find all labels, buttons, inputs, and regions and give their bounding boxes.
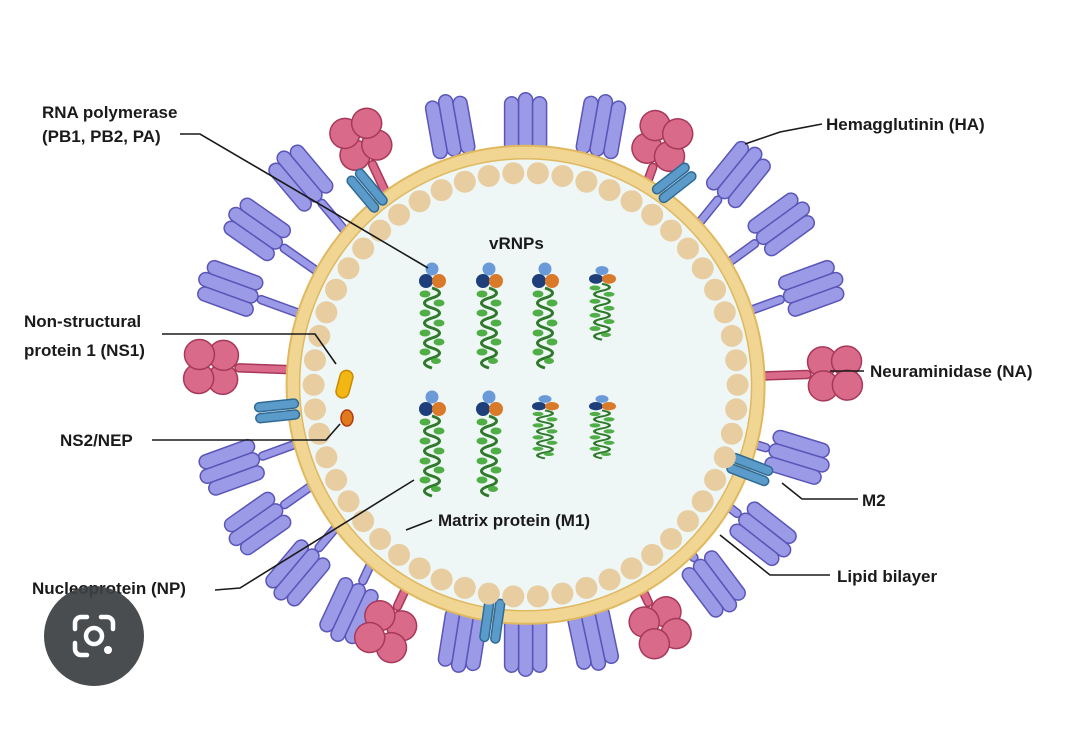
m1-bead	[713, 301, 736, 324]
m1-bead	[352, 510, 375, 533]
m1-bead	[725, 398, 748, 421]
m1-bead	[453, 576, 476, 599]
m1-bead	[325, 468, 348, 491]
m1-bead	[720, 422, 743, 445]
m1-bead	[369, 528, 392, 550]
m2-leader	[781, 482, 858, 500]
label-hemagglutinin: Hemagglutinin (HA)	[826, 115, 985, 134]
virion-interior	[298, 158, 753, 612]
m1-bead	[308, 324, 331, 347]
m1-bead	[598, 568, 621, 591]
label-ns1-full: protein 1 (NS1)	[24, 341, 145, 360]
m1-bead	[660, 219, 683, 242]
label-rna-polymerase: RNA polymerase	[42, 103, 177, 122]
matrix-protein-leader	[405, 519, 433, 531]
m1-bead	[430, 179, 453, 202]
m1-bead	[352, 237, 375, 260]
m2-channel	[253, 397, 301, 424]
m1-bead	[620, 190, 643, 213]
m1-bead	[725, 349, 748, 372]
m1-bead	[726, 373, 749, 396]
m1-bead	[325, 278, 348, 301]
label-neuraminidase: Neuraminidase (NA)	[870, 362, 1032, 381]
m1-bead	[315, 301, 338, 324]
m1-bead	[388, 203, 410, 226]
m1-bead	[598, 179, 621, 202]
m1-bead	[551, 165, 574, 187]
m1-bead	[704, 278, 727, 301]
lens-search-button[interactable]	[44, 586, 144, 686]
m1-bead	[369, 219, 392, 242]
m1-bead	[315, 446, 338, 469]
m1-bead	[304, 398, 326, 421]
matrix-protein-layer	[302, 162, 749, 608]
leader-lines	[152, 123, 864, 591]
m1-bead	[502, 585, 525, 608]
m1-bead	[408, 190, 431, 213]
m1-bead	[704, 468, 727, 491]
m1-bead	[302, 373, 325, 396]
m1-bead	[720, 324, 743, 347]
label-matrix-protein: Matrix protein (M1)	[438, 511, 590, 530]
m1-bead	[502, 162, 525, 185]
m1-bead	[430, 568, 453, 591]
m1-bead	[337, 490, 360, 513]
rna-polymerase-leader	[180, 133, 429, 269]
ns2-leader	[152, 423, 341, 441]
m1-bead	[713, 446, 736, 469]
m1-bead	[453, 170, 476, 193]
m1-bead	[526, 162, 549, 185]
m1-bead	[575, 576, 598, 599]
m1-bead	[641, 203, 664, 226]
m1-bead	[308, 422, 331, 445]
m1-bead	[526, 585, 549, 608]
m1-bead	[388, 543, 410, 566]
label-m2: M2	[862, 491, 886, 510]
camera-search-icon	[72, 614, 116, 658]
nucleoprotein-leader	[214, 479, 415, 591]
m1-bead	[677, 510, 699, 533]
m1-bead	[691, 257, 714, 280]
label-rna-polymerase-subunits: (PB1, PB2, PA)	[42, 127, 161, 146]
m1-bead	[575, 170, 598, 193]
m1-bead	[337, 257, 360, 280]
m1-bead	[660, 528, 683, 550]
m1-bead	[304, 349, 326, 372]
label-lipid-bilayer: Lipid bilayer	[837, 567, 938, 586]
m1-bead	[408, 557, 431, 580]
m1-bead	[477, 165, 500, 187]
label-ns2: NS2/NEP	[60, 431, 133, 450]
m1-bead	[551, 582, 574, 605]
m1-bead	[620, 557, 643, 580]
label-ns1: Non-structural	[24, 312, 141, 331]
label-vrnps: vRNPs	[489, 234, 544, 253]
ns2-protein	[340, 409, 354, 427]
m1-bead	[641, 543, 664, 566]
lipid-bilayer-leader	[719, 534, 830, 576]
m1-bead	[677, 237, 699, 260]
m1-bead	[477, 582, 500, 605]
m1-bead	[691, 490, 714, 513]
ns1-leader	[162, 333, 337, 365]
ns1-protein	[335, 369, 354, 399]
hemagglutinin-leader	[744, 123, 823, 145]
